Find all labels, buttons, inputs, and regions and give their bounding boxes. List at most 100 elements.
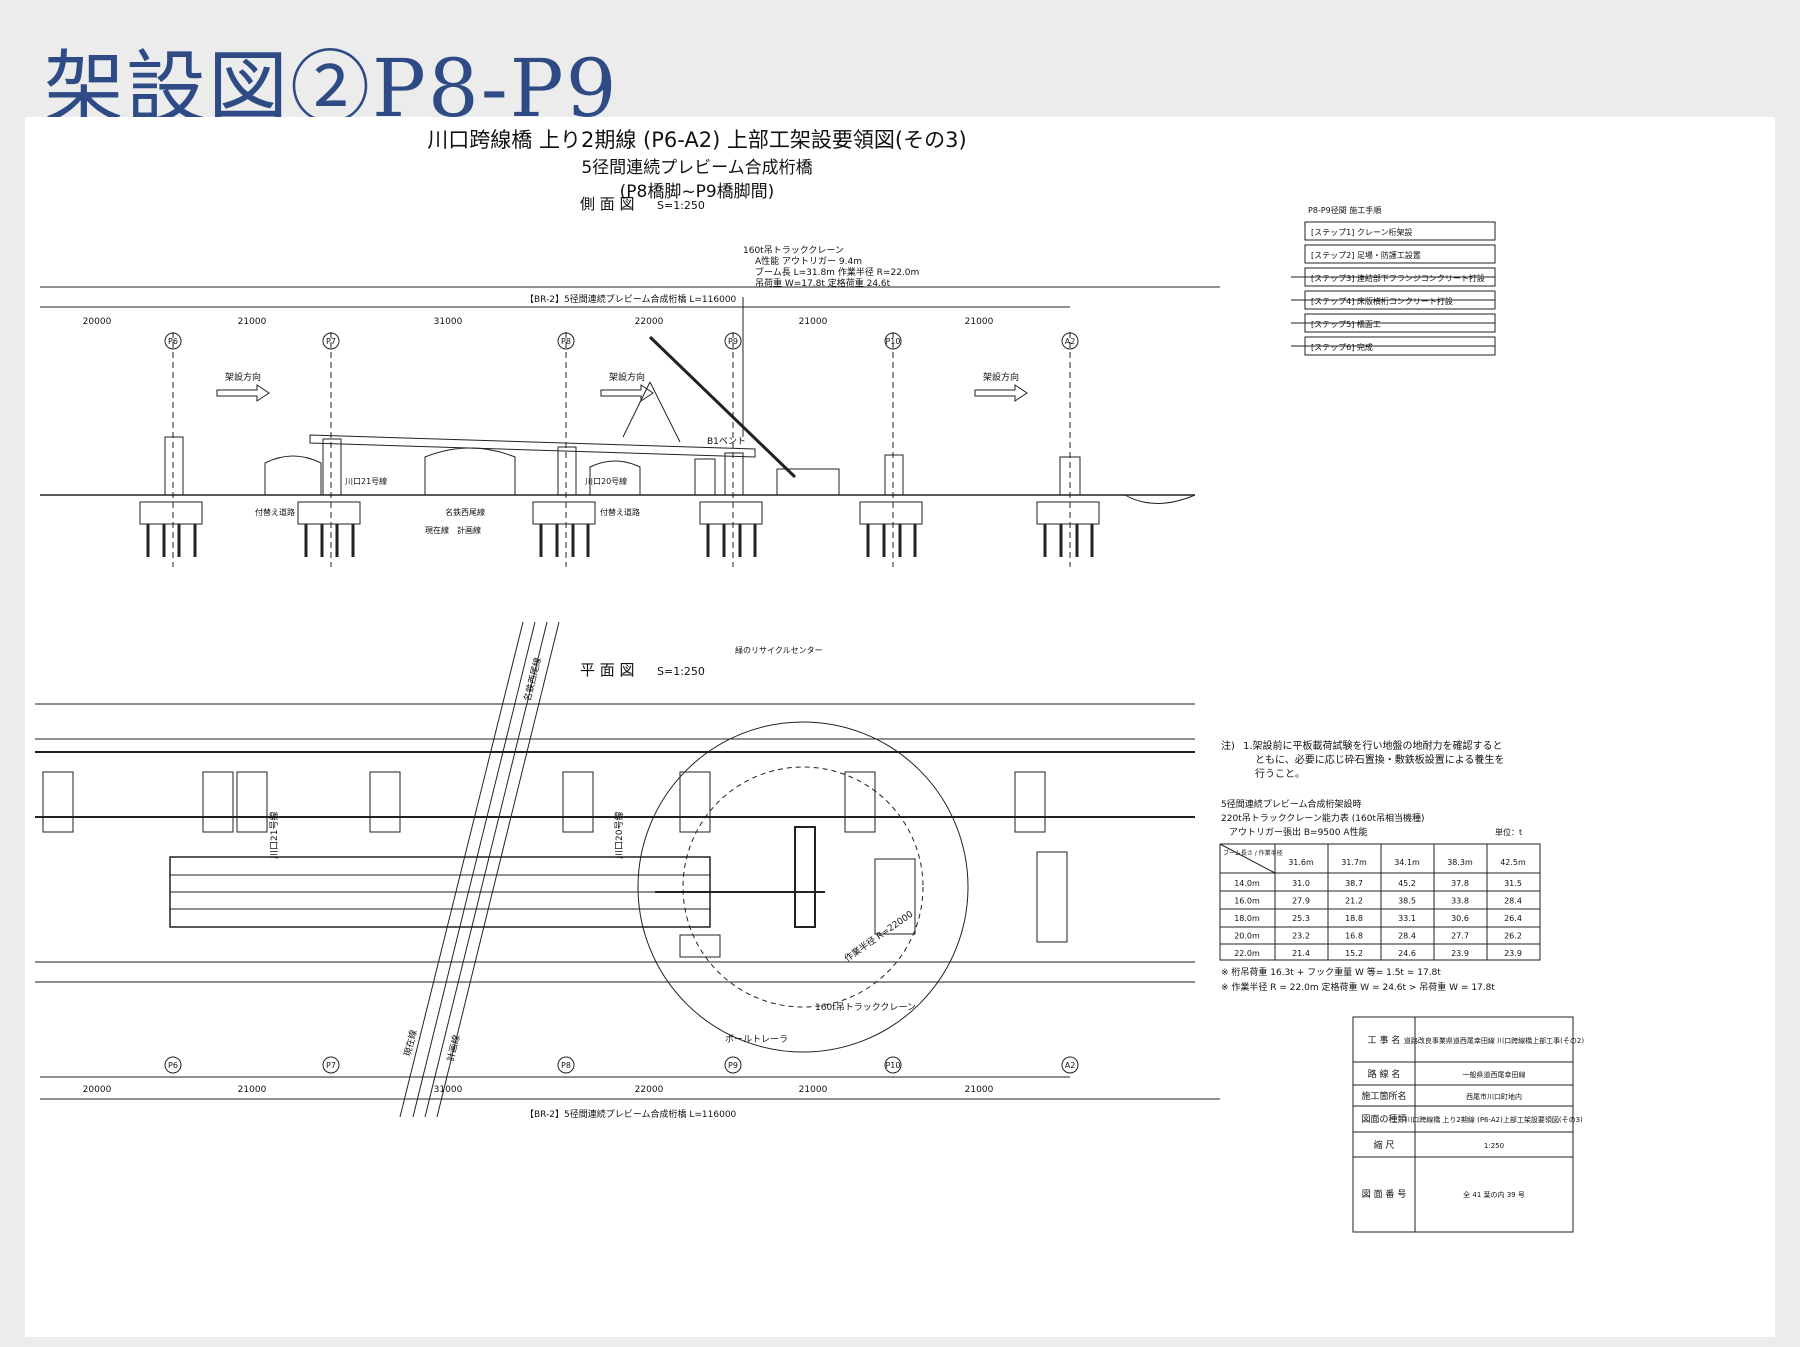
plan-pole-trailer [679,934,721,958]
erection-arrow-2 [600,384,654,402]
capacity-calc-2: ※ 作業半径 R = 22.0m 定格荷重 W = 24.6t > 吊荷重 W … [1221,981,1495,993]
step-4: [ステップ4] 床版横桁コンクリート打設 [1311,296,1453,306]
pile-groups [146,524,1094,557]
capacity-head-cell: 31.6m [1288,858,1314,867]
note-line-2: ともに、必要に応じ砕石置換・敷鉄板設置による養生を [1255,753,1504,766]
title-block-key: 縮 尺 [1374,1139,1395,1151]
notes-head: 注) [1221,739,1235,752]
capacity-cell: 25.3 [1292,914,1310,923]
plan-label-radius: 作業半径 R=22000 [842,908,916,965]
plan-label-kawaguchi20: 川口20号線 [613,812,625,859]
pier-label-a2: A2 [1065,337,1076,346]
title-block-key: 図 面 番 号 [1362,1188,1407,1200]
plan-pier-label-p7: P7 [326,1061,336,1070]
vehicle-outline-1 [264,455,322,495]
pier-label-p7: P7 [326,337,336,346]
girder-label-top: 【BR-2】5径間連続プレビーム合成桁橋 L=116000 [525,293,737,305]
side-label-detour-1: 付替え道路 [255,507,295,517]
capacity-cell: 28.4 [1398,932,1416,941]
plan-pier-label-p6: P6 [168,1061,178,1070]
title-block-value: 西尾市川口町地内 [1466,1092,1522,1101]
plan-pier-label-p8: P8 [561,1061,571,1070]
vehicle-outline-2 [589,460,641,495]
title-block-key: 路 線 名 [1368,1068,1401,1080]
crane-inner-radius [682,766,924,1008]
step-5: [ステップ5] 橋面工 [1311,319,1381,329]
pier-label-p9: P9 [728,337,738,346]
span-dim-4: 22000 [635,317,664,327]
side-label-kawaguchi20: 川口20号線 [585,476,627,486]
span-dim-5: 21000 [799,317,828,327]
erection-direction-2: 架設方向 [609,371,645,383]
span-dim-1: 20000 [83,317,112,327]
title-block-grid [1352,1016,1574,1233]
capacity-cell: 37.8 [1451,879,1469,888]
footing-a2 [1036,501,1100,525]
step-3: [ステップ3] 連結部下フランジコンクリート打設 [1311,273,1485,283]
span-dim-2: 21000 [238,317,267,327]
capacity-cell: 26.4 [1504,914,1522,923]
plan-label-trailer: ポールトレーラ [725,1034,788,1045]
step-1: [ステップ1] クレーン桁架設 [1311,227,1412,237]
capacity-head-cell: 34.1m [1394,858,1420,867]
capacity-unit: 単位：t [1495,827,1522,837]
capacity-cell: 30.6 [1451,914,1469,923]
footing-p7 [297,501,361,525]
capacity-cell: 23.2 [1292,932,1310,941]
capacity-cell: 31.0 [1292,879,1310,888]
title-block-value: 1:250 [1484,1142,1504,1150]
pier-label-p10: P10 [885,337,900,346]
pier-column-p6 [164,436,184,496]
plan-pier-label-p10: P10 [885,1061,900,1070]
capacity-title-2: 220t吊トラッククレーン能力表 (160t吊相当機種) [1221,812,1425,824]
plan-label-planned: 計画線 [444,1034,462,1063]
capacity-title-1: 5径間連続プレビーム合成桁架設時 [1221,798,1361,810]
footing-p9 [699,501,763,525]
capacity-cell: 27.7 [1451,932,1469,941]
capacity-cell: 15.2 [1345,949,1363,958]
pier-labels-plan: P6 P7 P8 P9 P10 A2 [164,1056,1079,1074]
approach-ramp [1080,494,1196,504]
drawing-title: 川口跨線橋 上り2期線 (P6-A2) 上部工架設要領図(その3) [427,128,966,152]
capacity-cell: 38.5 [1398,897,1416,906]
step-6: [ステップ6] 完成 [1311,342,1373,352]
pier-labels-side: P6 P7 P8 P9 P10 A2 [164,332,1079,350]
title-block-key: 施工箇所名 [1361,1090,1406,1102]
footing-p8 [532,501,596,525]
capacity-cell: 21.4 [1292,949,1310,958]
capacity-head-cell: 38.3m [1447,858,1473,867]
capacity-cell: 26.2 [1504,932,1522,941]
pier-column-p10 [884,454,904,496]
side-view-scale: S=1:250 [657,199,705,212]
capacity-cell: 38.7 [1345,879,1363,888]
plan-span-dim-4: 22000 [635,1085,664,1095]
pier-column-p8 [557,446,577,496]
plan-span-dim-2: 21000 [238,1085,267,1095]
capacity-cell: 22.0m [1234,949,1260,958]
capacity-cell: 20.0m [1234,932,1260,941]
capacity-cell: 21.2 [1345,897,1363,906]
footing-p6 [139,501,203,525]
crane-spec-line-3: ブーム長 L=31.8m 作業半径 R=22.0m [755,266,919,278]
capacity-cell: 18.0m [1234,914,1260,923]
crane-working-radius [637,721,969,1053]
plan-span-dim-6: 21000 [965,1085,994,1095]
plan-crane-body [794,826,816,928]
pier-column-p9 [724,452,744,496]
drawing-subtitle-1: 5径間連続プレビーム合成桁橋 [581,158,812,178]
note-line-1: 1.架設前に平板載荷試験を行い地盤の地耐力を確認すると [1243,739,1503,752]
crane-boom [648,335,797,479]
crane-body [776,468,840,496]
plan-view-scale: S=1:250 [657,665,705,678]
plan-span-dim-1: 20000 [83,1085,112,1095]
steps-table-frame [1291,221,1496,356]
capacity-head-cell: 31.7m [1341,858,1367,867]
capacity-calc-1: ※ 桁吊荷重 16.3t + フック重量 W 等= 1.5t = 17.8t [1221,966,1441,978]
plan-span-dim-3: 31000 [434,1085,463,1095]
capacity-head-cell: 42.5m [1500,858,1526,867]
capacity-cell: 14.0m [1234,879,1260,888]
pier-label-p6: P6 [168,337,178,346]
title-block-key: 工 事 名 [1368,1034,1401,1046]
